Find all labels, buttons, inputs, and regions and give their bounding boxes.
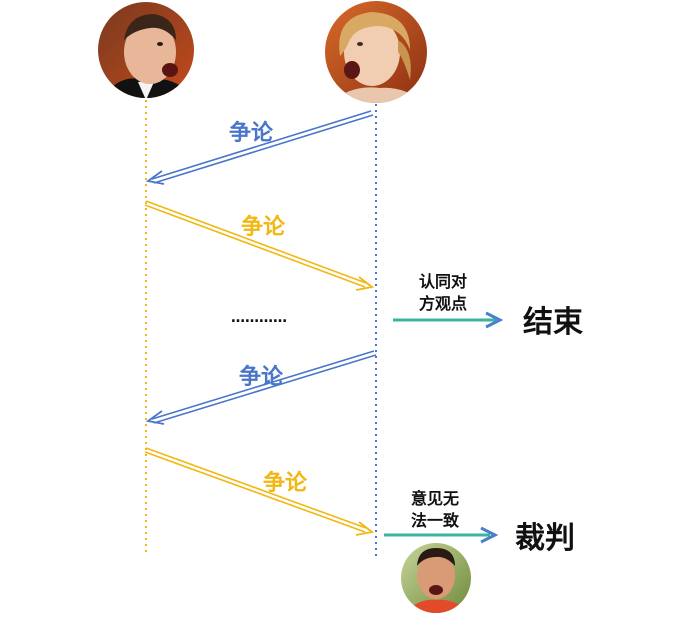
outcome-2-arrowhead <box>480 526 499 544</box>
outcome-1-arrowhead <box>485 311 504 329</box>
ellipsis: ………… <box>231 310 287 326</box>
argument-label-1: 争论 <box>229 120 274 146</box>
argument-arrow-4: 争论 <box>144 447 375 536</box>
argument-label-2: 争论 <box>241 214 286 240</box>
outcome-disagree: 意见无 法一致 裁判 <box>384 489 575 556</box>
argument-arrow-2: 争论 <box>144 200 375 291</box>
outcome-2-condition-line1: 意见无 <box>411 489 459 508</box>
outcome-2-result: 裁判 <box>515 521 575 556</box>
argument-label-4: 争论 <box>263 470 308 496</box>
shouting-man-avatar-icon <box>98 2 194 98</box>
outcome-2-condition-line2: 法一致 <box>411 511 460 530</box>
argument-arrow-3: 争论 <box>145 350 377 425</box>
outcome-agree: 认同对 方观点 结束 <box>393 272 583 340</box>
shouting-woman-avatar-icon <box>325 1 427 103</box>
argument-label-3: 争论 <box>239 364 284 390</box>
judge-avatar-icon <box>401 543 471 613</box>
outcome-1-result: 结束 <box>523 305 583 340</box>
outcome-1-condition-line2: 方观点 <box>419 294 467 313</box>
argument-arrow-1: 争论 <box>145 110 374 185</box>
outcome-1-condition-line1: 认同对 <box>419 272 467 291</box>
